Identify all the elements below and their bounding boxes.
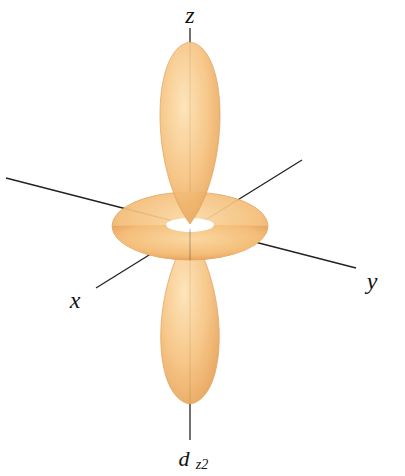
torus-front-rim <box>112 225 268 260</box>
axis-label: y <box>367 269 378 293</box>
orbital-name: d <box>179 448 190 470</box>
axis-label: z <box>185 3 194 27</box>
axes <box>6 28 356 440</box>
orbital-subscript: z2 <box>196 458 208 472</box>
axis-label: x <box>70 288 81 312</box>
z-axis-through <box>190 229 191 260</box>
upper-lobe <box>160 42 220 224</box>
